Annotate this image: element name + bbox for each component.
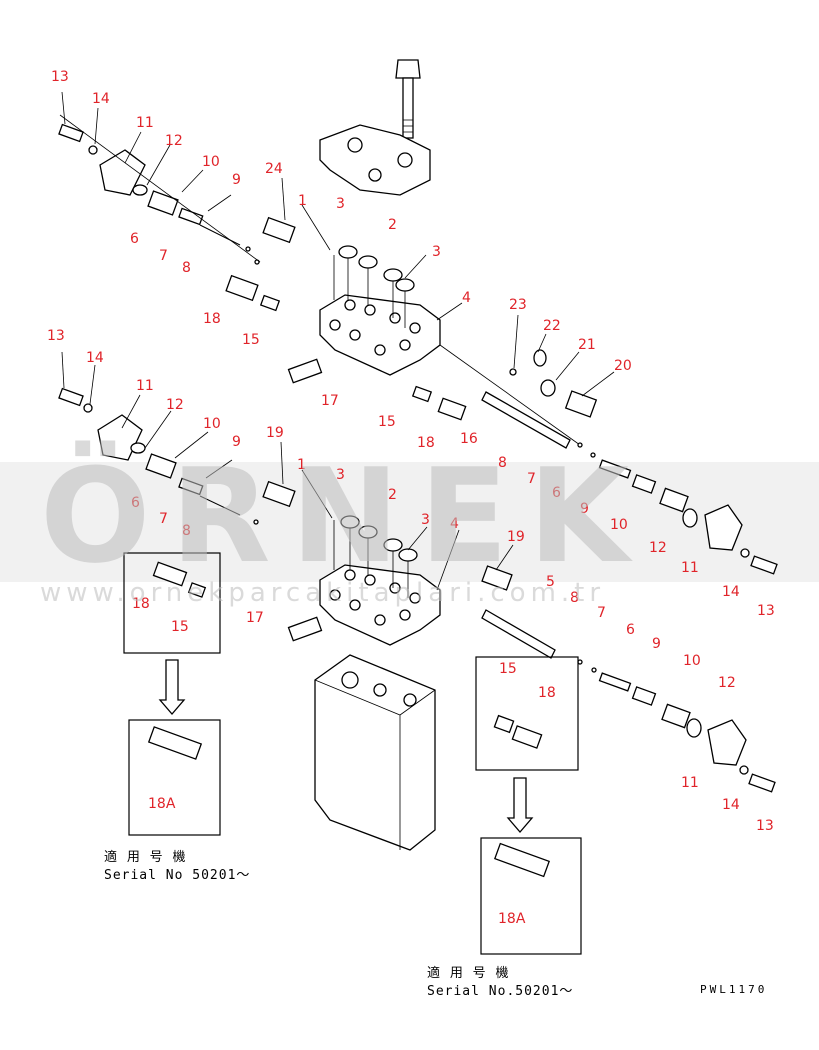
label-12-right: 12	[649, 540, 667, 556]
leader-lines	[61, 91, 615, 591]
lower-left-assembly	[58, 387, 259, 525]
label-23: 23	[509, 297, 527, 313]
label-1-mid: 1	[297, 457, 306, 473]
label-8: 8	[182, 260, 191, 276]
label-15: 15	[242, 332, 260, 348]
detail-box-right-top	[475, 656, 579, 771]
label-12: 12	[165, 133, 183, 149]
label-15-box: 15	[171, 619, 189, 635]
label-14-mid: 14	[86, 350, 104, 366]
label-13: 13	[51, 69, 69, 85]
label-14-lower: 14	[722, 797, 740, 813]
label-10-mid: 10	[203, 416, 221, 432]
lower-valve-body	[319, 564, 441, 646]
upper-center-parts	[225, 216, 415, 328]
label-4-mid: 4	[450, 516, 459, 532]
label-3b: 3	[432, 244, 441, 260]
label-9-mid: 9	[232, 434, 241, 450]
label-20: 20	[614, 358, 632, 374]
label-14-right: 14	[722, 584, 740, 600]
label-15-rbox: 15	[499, 661, 517, 677]
label-12-mid: 12	[166, 397, 184, 413]
label-18a-left: 18A	[148, 796, 176, 812]
top-cover	[319, 124, 431, 196]
label-14: 14	[92, 91, 110, 107]
note-left-serial: Serial No 50201～	[104, 868, 251, 883]
note-left-jp: 適 用 号 機	[104, 850, 187, 865]
label-10: 10	[202, 154, 220, 170]
label-1: 1	[298, 193, 307, 209]
label-16: 16	[460, 431, 478, 447]
label-7-right: 7	[527, 471, 536, 487]
label-13-right: 13	[757, 603, 775, 619]
label-3-mid-b: 3	[421, 512, 430, 528]
drawing-code: PWL1170	[700, 983, 768, 996]
label-19b: 19	[507, 529, 525, 545]
label-6: 6	[130, 231, 139, 247]
part-labels: 13 14 11 12 10 9 6 7 8 24 1 3 2 3 4 18 1…	[47, 69, 775, 927]
label-11: 11	[136, 115, 154, 131]
watermark-shapes	[0, 462, 819, 582]
label-3: 3	[336, 196, 345, 212]
label-18-box: 18	[132, 596, 150, 612]
label-24: 24	[265, 161, 283, 177]
label-3-mid: 3	[336, 467, 345, 483]
label-9: 9	[232, 172, 241, 188]
label-18-rbox: 18	[538, 685, 556, 701]
label-7-mid: 7	[159, 511, 168, 527]
detail-box-left-bottom	[128, 719, 221, 836]
label-13-lower: 13	[756, 818, 774, 834]
upper-right-parts	[287, 344, 598, 449]
label-9-lower: 9	[652, 636, 661, 652]
label-9-right: 9	[580, 501, 589, 517]
label-4: 4	[462, 290, 471, 306]
upper-left-assembly	[58, 114, 261, 265]
label-17: 17	[321, 393, 339, 409]
label-6-mid: 6	[131, 495, 140, 511]
label-15b: 15	[378, 414, 396, 430]
label-10-right: 10	[610, 517, 628, 533]
upper-valve-body	[319, 294, 441, 376]
label-18a-right: 18A	[498, 911, 526, 927]
label-11-lower: 11	[681, 775, 699, 791]
label-13-mid: 13	[47, 328, 65, 344]
watermark-url: www.ornekparcakitaplari.com.tr	[40, 578, 606, 608]
label-7: 7	[159, 248, 168, 264]
label-17-mid: 17	[246, 610, 264, 626]
right-lower-assembly	[481, 565, 776, 793]
label-21: 21	[578, 337, 596, 353]
label-18b: 18	[417, 435, 435, 451]
label-18: 18	[203, 311, 221, 327]
label-6-right: 6	[552, 485, 561, 501]
note-right-jp: 適 用 号 機	[427, 966, 510, 981]
label-7-lower: 7	[597, 605, 606, 621]
label-10-lower: 10	[683, 653, 701, 669]
label-6-lower: 6	[626, 622, 635, 638]
note-right-serial: Serial No.50201～	[427, 984, 574, 999]
label-8-mid: 8	[182, 523, 191, 539]
arrow-left	[158, 659, 186, 715]
label-8-lower: 8	[570, 590, 579, 606]
detail-box-left-top	[123, 552, 221, 654]
label-8-right: 8	[498, 455, 507, 471]
label-2: 2	[388, 217, 397, 233]
label-11-mid: 11	[136, 378, 154, 394]
label-2-mid: 2	[388, 487, 397, 503]
label-5: 5	[546, 574, 555, 590]
watermark-brand: ÖRNEK	[40, 440, 649, 592]
label-19: 19	[266, 425, 284, 441]
arrow-right	[506, 777, 534, 833]
label-11-right: 11	[681, 560, 699, 576]
right-mid-assembly	[577, 442, 778, 575]
detail-box-right-bottom	[480, 837, 582, 955]
top-bolt	[395, 59, 421, 139]
label-12-lower: 12	[718, 675, 736, 691]
label-22: 22	[543, 318, 561, 334]
main-block	[314, 654, 436, 851]
lower-center-parts	[262, 480, 418, 642]
